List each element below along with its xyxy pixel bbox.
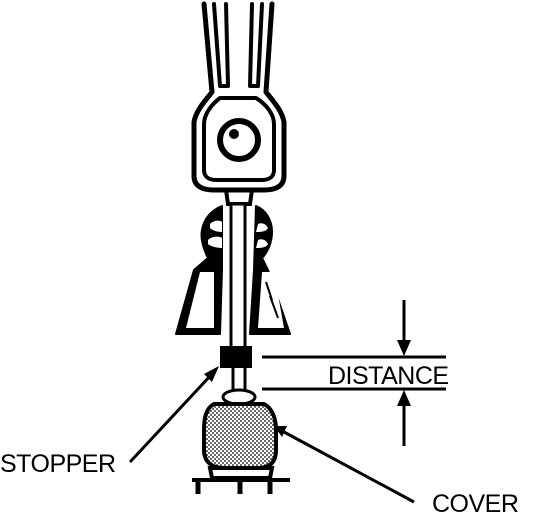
yoke-left-fork (212, 2, 230, 88)
distance-top-arrowhead (397, 340, 411, 356)
yoke-right-fork (248, 2, 264, 88)
stopper-leader (128, 366, 219, 464)
left-knuckle-highlight (210, 220, 222, 232)
hand-grip (175, 205, 291, 335)
cover-label: COVER (432, 490, 518, 516)
rod-body (229, 202, 247, 352)
ball-joint (217, 118, 261, 162)
cover-leader-arrowhead (274, 426, 287, 437)
distance-dimension (262, 300, 446, 446)
ball-joint-highlight (229, 129, 239, 139)
cover-boot (192, 388, 290, 494)
base-feet (195, 480, 273, 494)
stopper-leader-line (128, 372, 214, 464)
distance-label: DISTANCE (328, 362, 449, 390)
yoke-outer-outline (191, 1, 287, 193)
cover-leader (274, 426, 415, 504)
stopper-leader-arrowhead (204, 366, 219, 382)
stopper-block (220, 346, 252, 368)
right-knuckle-highlight-2 (256, 239, 268, 248)
clevis-yoke (191, 1, 287, 193)
left-cone-inner (186, 272, 214, 328)
distance-bottom-arrowhead (397, 390, 411, 406)
cover-base-ring (207, 466, 275, 480)
cover-top-cap (221, 388, 257, 406)
right-cone-texture (265, 281, 279, 319)
cover-leader-line (283, 430, 415, 504)
left-knuckle-highlight-2 (208, 236, 222, 248)
cover-body (202, 402, 278, 470)
yoke-inner-outline (202, 96, 276, 182)
stopper-label: STOPPER (0, 450, 116, 478)
right-knuckle-highlight (256, 223, 268, 232)
